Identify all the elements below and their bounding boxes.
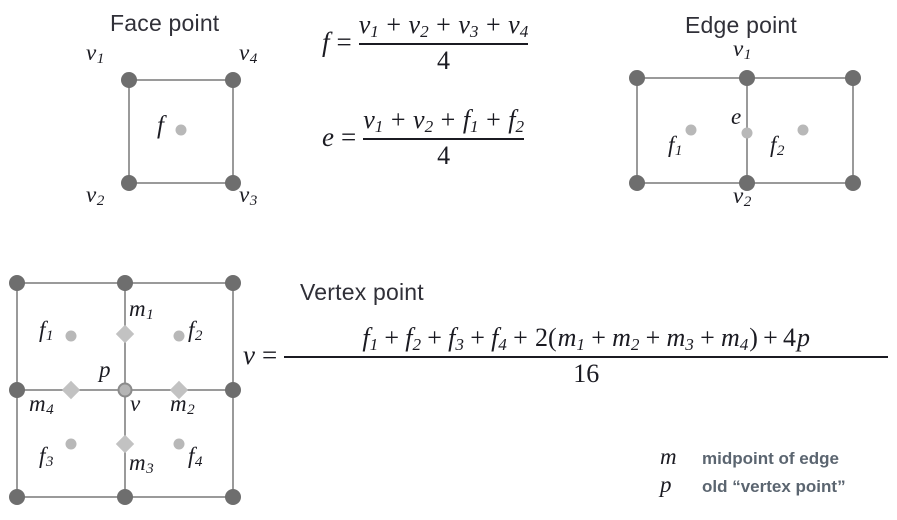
label-vertex-p: p	[99, 357, 111, 382]
vertex-dot-tc	[117, 275, 133, 291]
face-edge-top	[129, 79, 233, 81]
legend-row-m: m midpoint of edge	[660, 444, 846, 472]
face-vertex-dot-v1	[121, 72, 137, 88]
vertex-dot-tr	[225, 275, 241, 291]
legend-text-m: midpoint of edge	[702, 449, 839, 468]
vertex-formula-bar	[284, 355, 889, 358]
face-point-dot-f	[175, 124, 187, 136]
face-formula-denominator: 4	[437, 45, 450, 75]
face-vertex-dot-v2	[121, 175, 137, 191]
vertex-point-formula: v = f1 + f2 + f3 + f4 + 2(m1 + m2 + m3 +…	[243, 323, 889, 388]
vertex-formula-lhs: v	[243, 340, 255, 371]
label-vertex-m4: m4	[29, 391, 54, 419]
edge-point-title: Edge point	[685, 12, 797, 38]
vertex-face-dot-f2	[173, 330, 185, 342]
edge-vertex-dot-bl	[629, 175, 645, 191]
edge-formula-denominator: 4	[437, 140, 451, 170]
label-f-face: f	[157, 112, 164, 139]
vertex-formula-numerator: f1 + f2 + f3 + f4 + 2(m1 + m2 + m3 + m4)…	[362, 323, 811, 354]
edge-formula-numerator: v1 + v2 + f1 + f2	[363, 105, 525, 136]
edge-vertex-dot-v1	[739, 70, 755, 86]
label-edge-f1: f1	[668, 132, 683, 160]
edge-formula-bar	[363, 137, 525, 140]
vertex-dot-bl	[9, 489, 25, 505]
edge-line-right	[852, 78, 854, 183]
edge-face-dot-f1	[685, 124, 697, 136]
label-edge-f2: f2	[770, 132, 785, 160]
face-point-title: Face point	[110, 10, 220, 36]
face-formula-bar	[358, 42, 529, 45]
face-formula-lhs: f	[322, 27, 330, 58]
face-formula-numerator: v1 + v2 + v3 + v4	[358, 10, 529, 41]
edge-point-dot-e	[741, 127, 753, 139]
vertex-face-dot-f3	[65, 438, 77, 450]
label-v1: v1	[86, 40, 105, 68]
midpoint-diamond-m1	[115, 324, 135, 344]
legend-symbol-m: m	[660, 444, 677, 469]
edge-face-dot-f2	[797, 124, 809, 136]
midpoint-diamond-m4	[61, 380, 81, 400]
label-vertex-f3: f3	[39, 443, 54, 471]
vertex-formula-denominator: 16	[573, 358, 600, 388]
vertex-face-dot-f1	[65, 330, 77, 342]
edge-point-formula: e = v1 + v2 + f1 + f2 4	[322, 105, 525, 170]
face-vertex-dot-v4	[225, 72, 241, 88]
label-vertex-f4: f4	[188, 443, 203, 471]
label-v4: v4	[239, 40, 258, 68]
face-edge-bottom	[129, 182, 233, 184]
edge-line-left	[636, 78, 638, 183]
label-vertex-v: v	[130, 391, 141, 416]
vertex-dot-ml	[9, 382, 25, 398]
label-vertex-m2: m2	[170, 391, 195, 419]
vertex-dot-bc	[117, 489, 133, 505]
label-v2: v2	[86, 182, 105, 210]
vertex-point-title: Vertex point	[300, 279, 424, 305]
label-vertex-f2: f2	[188, 317, 203, 345]
label-vertex-f1: f1	[39, 317, 54, 345]
label-vertex-m3: m3	[129, 450, 154, 478]
face-edge-left	[128, 80, 130, 183]
face-vertex-dot-v3	[225, 175, 241, 191]
label-edge-e: e	[731, 104, 742, 129]
vertex-dot-mr	[225, 382, 241, 398]
label-vertex-m1: m1	[129, 296, 154, 324]
label-edge-v1: v1	[733, 36, 752, 64]
vertex-face-dot-f4	[173, 438, 185, 450]
legend-symbol-p: p	[660, 472, 672, 497]
vertex-center-dot-p	[117, 382, 133, 398]
face-point-formula: f = v1 + v2 + v3 + v4 4	[322, 10, 529, 75]
face-edge-right	[232, 80, 234, 183]
edge-formula-equals: =	[340, 122, 357, 153]
label-edge-v2: v2	[733, 183, 752, 211]
vertex-dot-br	[225, 489, 241, 505]
vertex-formula-equals: =	[261, 340, 278, 371]
face-formula-equals: =	[336, 27, 352, 58]
edge-vertex-dot-br	[845, 175, 861, 191]
vertex-dot-tl	[9, 275, 25, 291]
edge-vertex-dot-tr	[845, 70, 861, 86]
legend: m midpoint of edge p old “vertex point”	[660, 444, 846, 500]
edge-vertex-dot-tl	[629, 70, 645, 86]
label-v3: v3	[239, 182, 258, 210]
edge-vertex-dot-v2	[739, 175, 755, 191]
legend-text-p: old “vertex point”	[702, 477, 846, 496]
edge-formula-lhs: e	[322, 122, 334, 153]
legend-row-p: p old “vertex point”	[660, 472, 846, 500]
